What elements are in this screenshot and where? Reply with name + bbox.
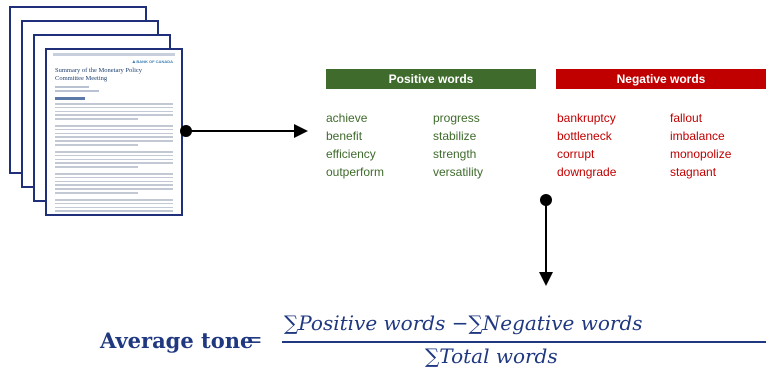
document-logo: BANK OF CANADA (131, 59, 173, 65)
positive-word: outperform (326, 165, 385, 179)
document-meta-line (55, 86, 89, 88)
negative-word: bottleneck (557, 129, 612, 143)
document-section-heading (55, 97, 85, 100)
positive-word: progress (433, 111, 480, 125)
document-header-strip (53, 53, 175, 56)
negative-word: corrupt (557, 147, 595, 161)
arrowhead-right-icon (294, 124, 308, 138)
document-meta-line (55, 90, 99, 92)
positive-word: strength (433, 147, 477, 161)
negative-words-header: Negative words (556, 69, 766, 89)
document-title-line-1: Summary of the Monetary Policy (55, 67, 143, 74)
formula-label: Average tone (100, 328, 254, 353)
positive-word: stabilize (433, 129, 477, 143)
negative-word: stagnant (670, 165, 717, 179)
negative-word: downgrade (557, 165, 617, 179)
positive-word: versatility (433, 165, 484, 179)
formula-equals-sign: = (245, 328, 263, 352)
negative-word: monopolize (670, 147, 732, 161)
document-title-line-2: Committee Meeting (55, 75, 108, 82)
negative-word: bankruptcy (557, 111, 616, 125)
document-page-front: BANK OF CANADA Summary of the Monetary P… (45, 48, 183, 216)
formula-fraction-bar (282, 341, 766, 343)
positive-word: efficiency (326, 147, 376, 161)
positive-word: achieve (326, 111, 368, 125)
negative-word: fallout (670, 111, 703, 125)
formula-numerator: ∑Positive words −∑Negative words (284, 311, 643, 335)
negative-word: imbalance (670, 129, 725, 143)
arrowhead-down-icon (539, 272, 553, 286)
positive-word: benefit (326, 129, 363, 143)
positive-words-header: Positive words (326, 69, 536, 89)
formula-denominator: ∑Total words (425, 344, 558, 368)
document-body-text (55, 103, 173, 214)
